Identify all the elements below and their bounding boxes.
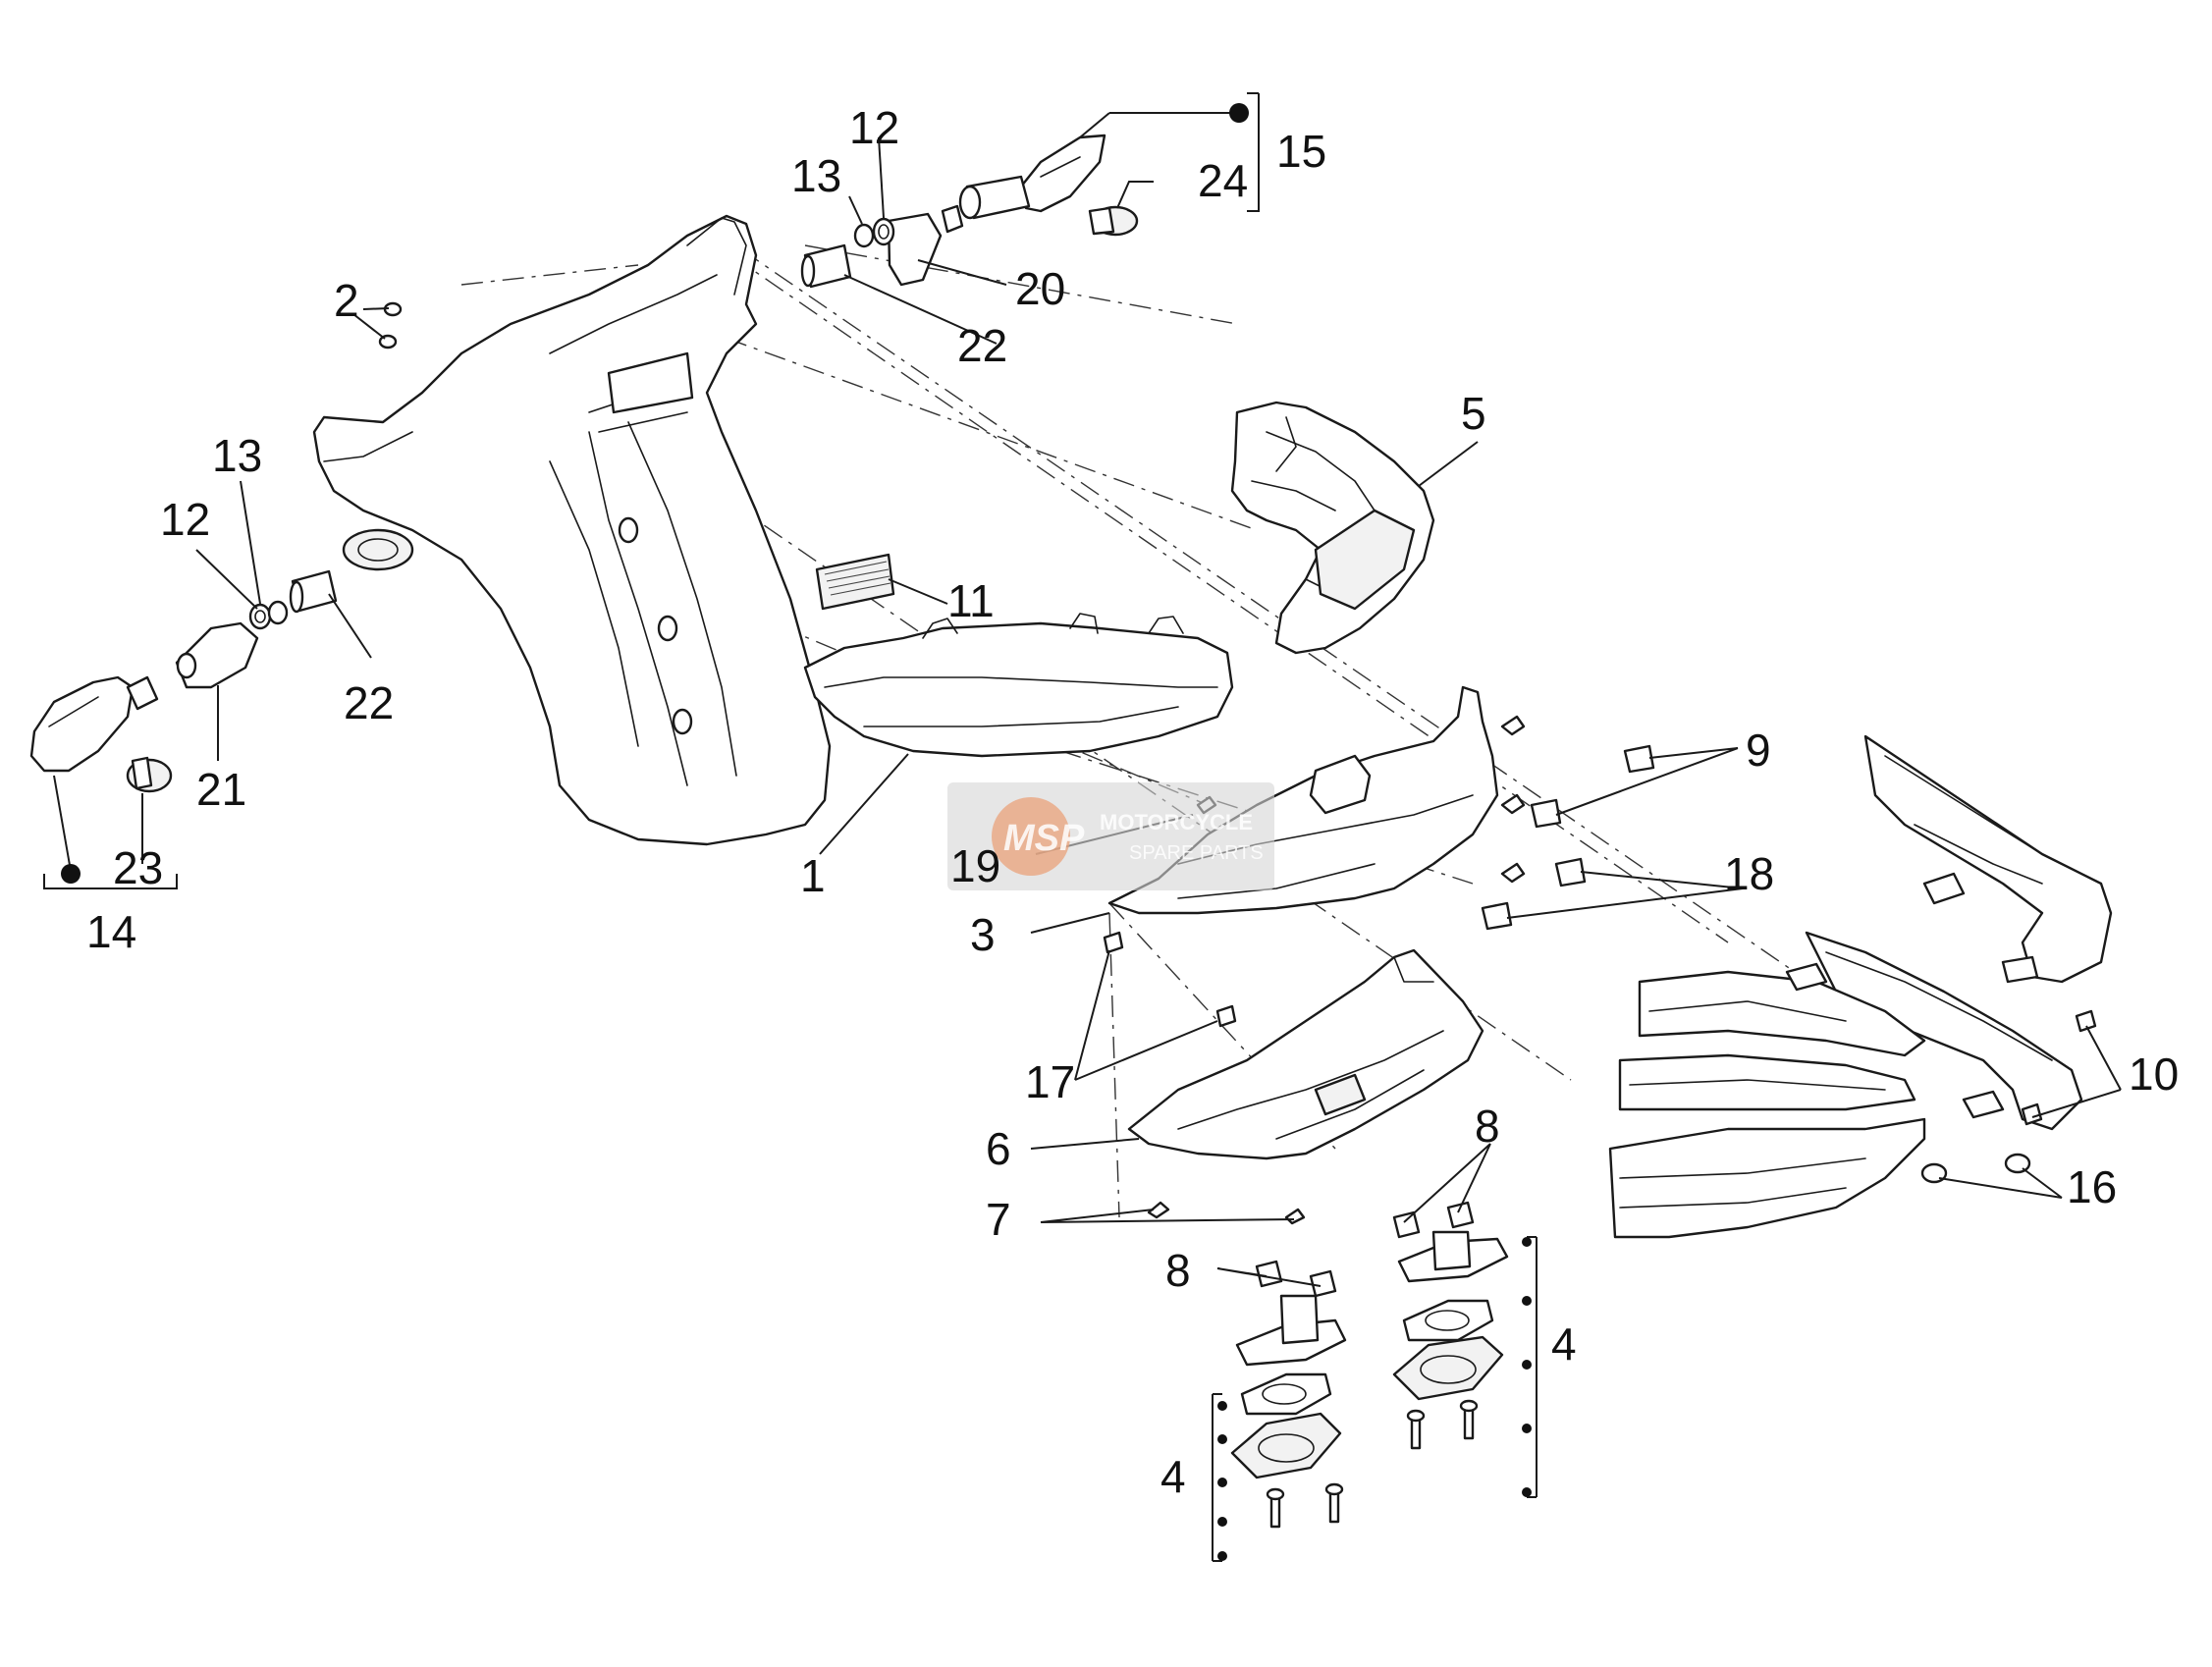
bracket-dots — [61, 103, 1532, 1561]
watermark-line1: MOTORCYCLE — [1100, 810, 1253, 834]
callout-7: 7 — [986, 1194, 1011, 1245]
callout-17: 17 — [1025, 1056, 1075, 1107]
side-panel-bottom — [1608, 1117, 1926, 1239]
washers-left — [248, 600, 289, 630]
callout-23: 23 — [113, 842, 163, 893]
callout-4-upper: 4 — [1551, 1318, 1577, 1370]
callout-9: 9 — [1746, 725, 1771, 776]
side-panel-upper — [1863, 734, 2113, 984]
callout-13-left: 13 — [212, 430, 262, 481]
side-panel-middle — [1805, 931, 2083, 1131]
callout-12-top: 12 — [849, 102, 899, 153]
callout-14: 14 — [86, 906, 136, 957]
side-panel-lower-left — [1638, 962, 1926, 1057]
reflector — [815, 553, 895, 611]
callout-18: 18 — [1724, 848, 1774, 899]
callout-3: 3 — [970, 909, 996, 960]
callout-1: 1 — [800, 850, 826, 901]
clip-nuts — [378, 301, 403, 350]
callout-20: 20 — [1015, 263, 1065, 314]
callout-8-lower: 8 — [1165, 1245, 1191, 1296]
callout-2: 2 — [334, 275, 359, 326]
callout-22-top: 22 — [957, 320, 1007, 371]
callout-12-left: 12 — [160, 494, 210, 545]
tail-light — [1230, 401, 1435, 655]
spacer-top — [800, 243, 852, 289]
callout-11: 11 — [947, 575, 995, 626]
bottom-cover — [1127, 948, 1484, 1160]
rear-right-turn-signal — [941, 134, 1139, 237]
plate-light-set-left — [1230, 1294, 1347, 1529]
rear-mudguard-part — [312, 214, 832, 846]
callout-15: 15 — [1276, 126, 1326, 177]
plate-light-set-right — [1392, 1230, 1509, 1450]
callout-22-left: 22 — [344, 677, 394, 728]
callout-19: 19 — [950, 840, 1000, 891]
turn-signal-cover-left — [175, 621, 259, 689]
callout-16: 16 — [2067, 1161, 2117, 1212]
rear-left-turn-signal — [29, 675, 173, 793]
spacer-left — [289, 569, 338, 614]
callout-24: 24 — [1198, 155, 1248, 206]
watermark: MSP MOTORCYCLE SPARE PARTS — [947, 782, 1274, 890]
callout-21: 21 — [196, 764, 246, 815]
callout-13-top: 13 — [791, 150, 841, 201]
callout-5: 5 — [1461, 388, 1486, 439]
turn-signal-cover-right — [887, 212, 943, 287]
fasteners — [1103, 715, 2097, 1298]
plate-light-housing — [803, 613, 1234, 758]
watermark-line2: SPARE PARTS — [1129, 842, 1264, 864]
washers-top — [853, 217, 895, 248]
callout-10: 10 — [2129, 1049, 2179, 1100]
callout-8-upper: 8 — [1475, 1101, 1500, 1152]
side-panel-base — [1618, 1053, 1916, 1111]
callout-4-lower: 4 — [1160, 1451, 1186, 1502]
callout-6: 6 — [986, 1123, 1011, 1174]
watermark-logo-text: MSP — [1003, 818, 1085, 859]
callout-labels: 1 2 3 4 4 5 6 7 8 8 9 10 11 12 12 13 13 … — [86, 102, 2179, 1502]
